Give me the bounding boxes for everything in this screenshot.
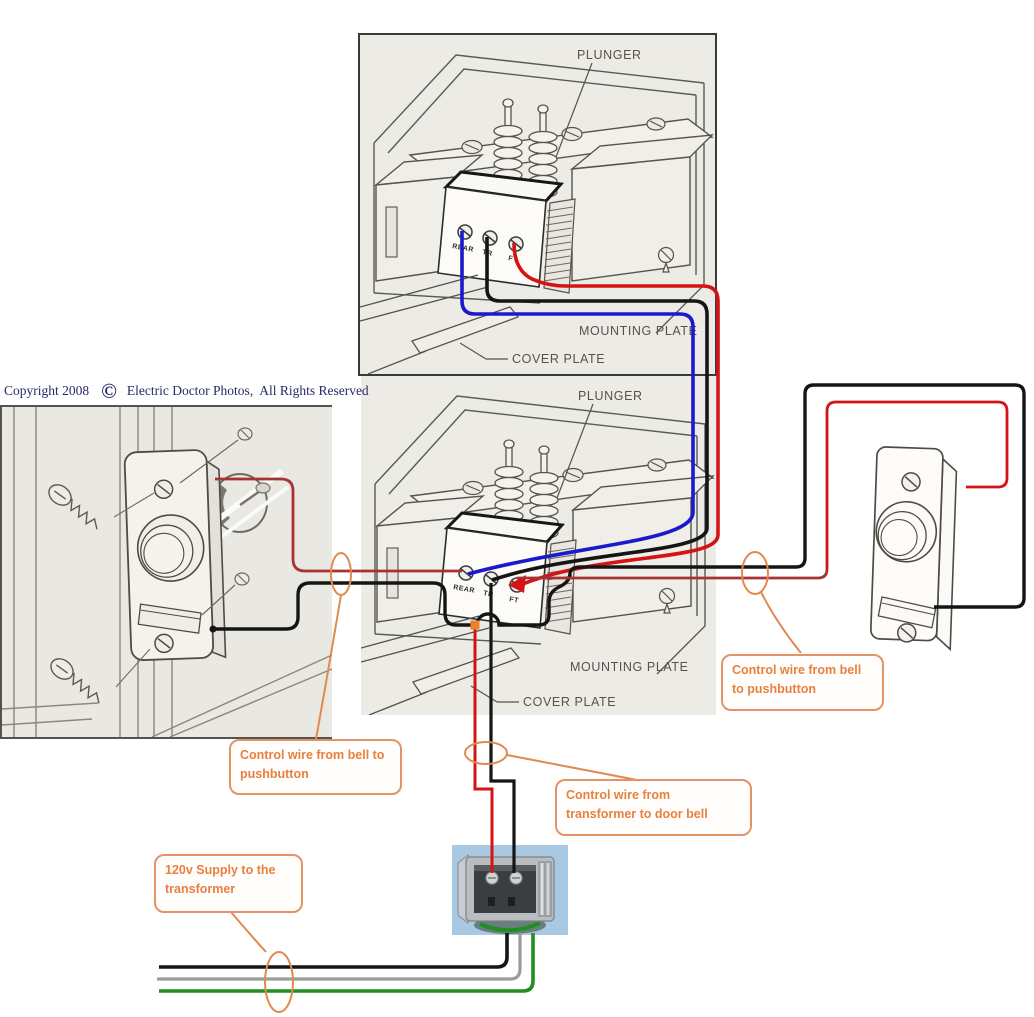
annotation-leader-right [760, 591, 802, 654]
cover-plate-label: COVER PLATE [523, 695, 616, 709]
doorbell-chime-middle-panel: REAR TR FT PLUNGER MOUNTING PLATE COVER … [361, 376, 716, 715]
copyright-notice: Copyright 2008 © Electric Doctor Photos, A… [4, 379, 369, 403]
wire-supply-black [159, 933, 509, 969]
mounting-plate-label: MOUNTING PLATE [570, 660, 689, 674]
left-pushbutton-panel [0, 405, 332, 739]
transformer-drawing [452, 845, 568, 935]
callout-supply: 120v Supply to the transformer [154, 854, 303, 913]
copyright-symbol: © [101, 378, 117, 403]
mounting-screw-lower [50, 648, 151, 704]
transformer-face [474, 865, 536, 913]
callout-right-pushbutton-text: Control wire from bell to pushbutton [732, 663, 862, 697]
callout-supply-text: 120v Supply to the transformer [165, 863, 276, 897]
annotation-ellipse-left [330, 552, 352, 596]
green-wire-loop [479, 921, 541, 933]
terminal-block: REAR TR FT [437, 170, 576, 294]
annotation-ellipse-right [741, 551, 769, 595]
copyright-prefix: Copyright 2008 [4, 383, 90, 398]
callout-left-pushbutton-text: Control wire from bell to pushbutton [240, 748, 385, 782]
wire-supply-gray [157, 933, 522, 981]
callout-transformer: Control wire from transformer to door be… [555, 779, 752, 836]
transformer-photo [452, 845, 568, 935]
mounting-bar [408, 117, 714, 176]
annotation-leader-supply [230, 911, 267, 953]
left-pushbutton-drawing [2, 407, 332, 737]
callout-right-pushbutton: Control wire from bell to pushbutton [721, 654, 884, 711]
plunger-leader-line [555, 62, 593, 158]
left-cover-box [373, 154, 485, 282]
name-plate-slot [137, 603, 202, 634]
annotation-leader-transformer [506, 754, 638, 781]
pushbutton-plate [123, 449, 227, 661]
mounting-plate-label: MOUNTING PLATE [579, 324, 698, 338]
right-pushbutton-drawing [869, 446, 958, 652]
wire-supply-green [159, 933, 535, 993]
doorbell-chime-top-panel: REAR TR FT PLUNGER MOUNTING PLATE COVER … [358, 33, 717, 376]
doorbell-chime-top-drawing: REAR TR FT PLUNGER MOUNTING PLATE COVER … [360, 35, 715, 374]
annotation-ellipse-supply [264, 951, 294, 1013]
plunger-label: PLUNGER [578, 389, 643, 403]
cover-plate-label: COVER PLATE [512, 352, 605, 366]
terminal-block: REAR TR FT [438, 511, 577, 635]
doorbell-chime-middle-drawing: REAR TR FT PLUNGER MOUNTING PLATE COVER … [361, 376, 716, 715]
plunger-label: PLUNGER [577, 48, 642, 62]
annotation-ellipse-transformer [464, 741, 508, 765]
pushbutton-plate [869, 446, 958, 652]
callout-left-pushbutton: Control wire from bell to pushbutton [229, 739, 402, 795]
copyright-suffix: Electric Doctor Photos, All Rights Reser… [126, 383, 369, 398]
callout-transformer-text: Control wire from transformer to door be… [566, 788, 708, 822]
mounting-screw-upper [48, 484, 155, 530]
right-pushbutton-panel [858, 420, 978, 665]
